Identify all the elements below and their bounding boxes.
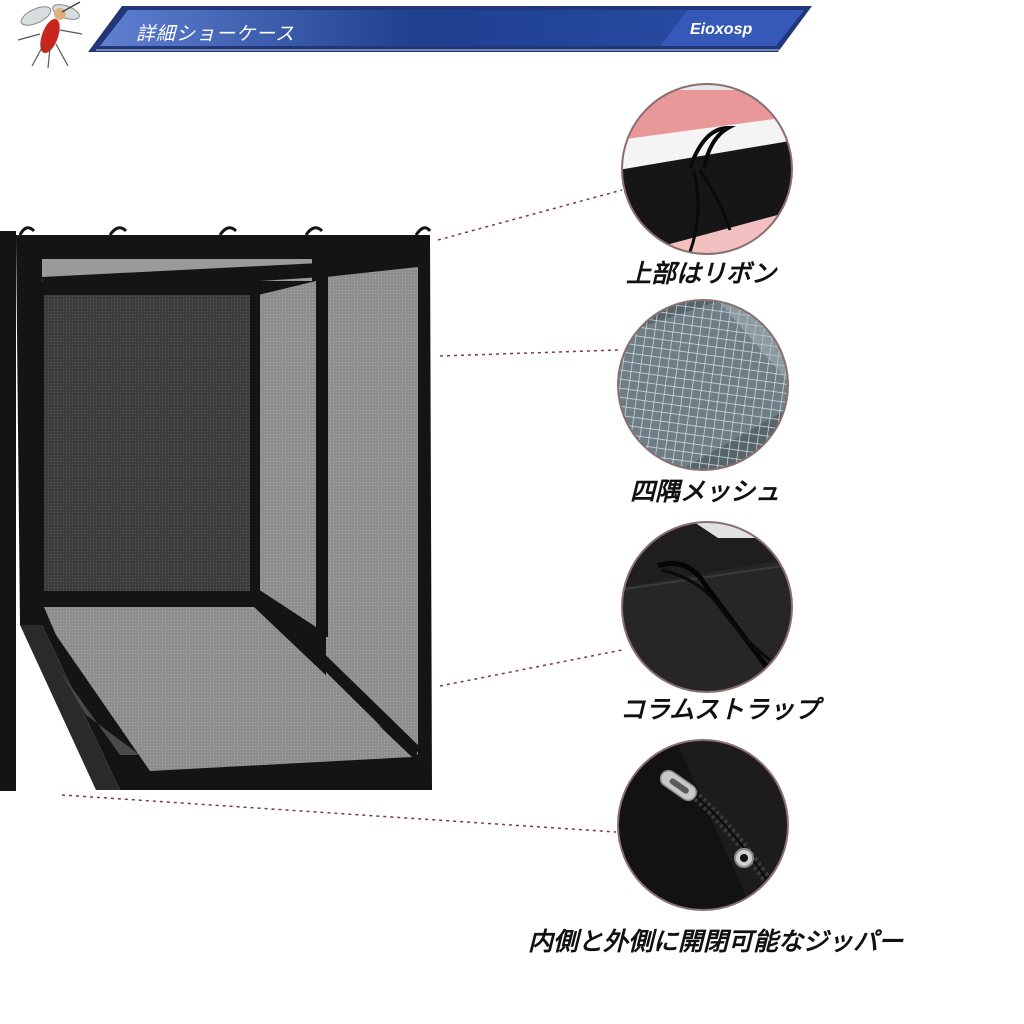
feature-caption-ribbon: 上部はリボン (626, 259, 777, 288)
header-title: 詳細ショーケース (136, 23, 296, 45)
feature-caption-strap: コラムストラップ (620, 695, 820, 724)
brand-name: Eioxosp (690, 21, 753, 38)
mosquito-logo-icon (17, 1, 83, 69)
feature-caption-zipper: 内側と外側に開閉可能なジッパー (528, 927, 904, 956)
zipper-detail (617, 739, 789, 911)
header-banner (88, 6, 812, 52)
mesh-detail (617, 299, 789, 471)
feature-caption-mesh: 四隅メッシュ (630, 477, 781, 506)
ribbon-tie-detail (621, 83, 793, 255)
column-strap-detail (621, 521, 793, 693)
screen-wall-image (0, 226, 432, 791)
